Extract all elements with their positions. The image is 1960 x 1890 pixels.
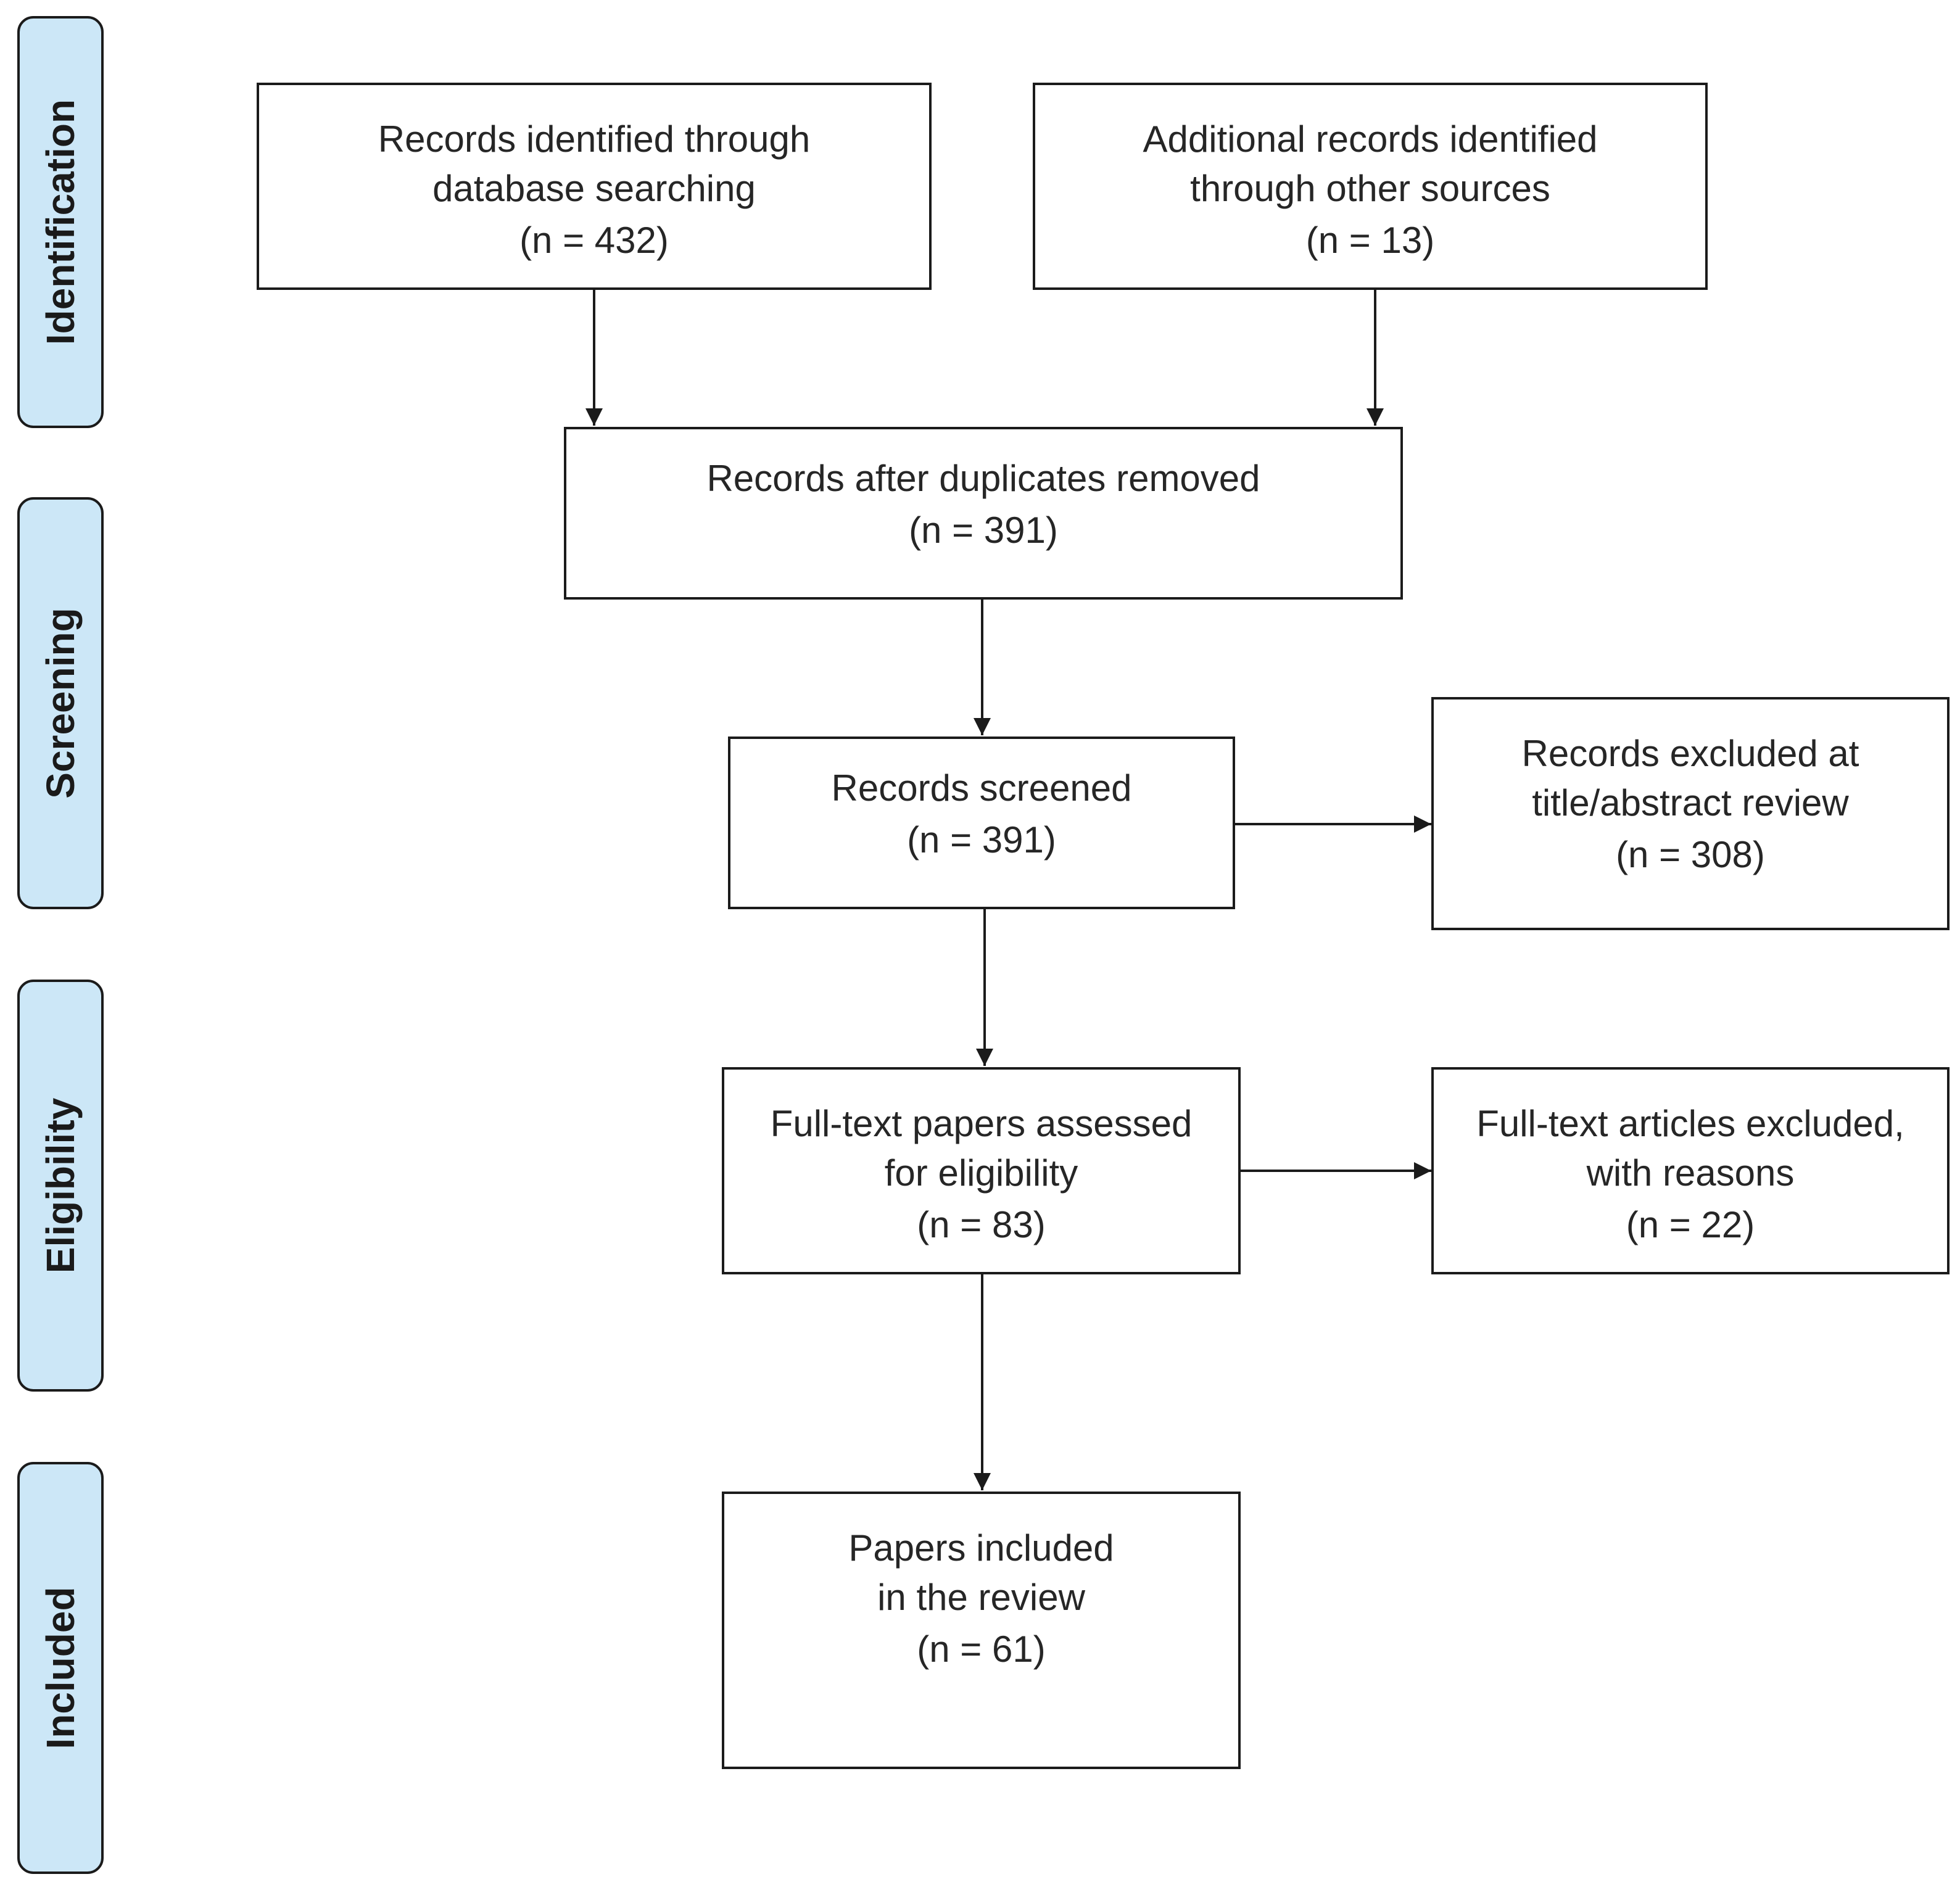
box-excluded-title-abstract: Records excluded at title/abstract revie… — [1431, 697, 1950, 930]
box-fulltext-excluded-line-2: with reasons — [1586, 1152, 1795, 1194]
box-other-count: (n = 13) — [1305, 220, 1435, 261]
box-fulltext-excluded-count: (n = 22) — [1626, 1204, 1755, 1245]
phase-included: Included — [17, 1462, 104, 1874]
box-screened-line-1: Records screened — [831, 767, 1132, 809]
box-fulltext-line-2: for eligibility — [884, 1152, 1078, 1194]
box-fulltext-line-1: Full-text papers assessed — [770, 1103, 1193, 1144]
box-database-searching: Records identified through database sear… — [257, 83, 932, 290]
phase-screening: Screening — [17, 497, 104, 909]
box-fulltext-excluded-line-1: Full-text articles excluded, — [1476, 1103, 1904, 1144]
box-fulltext-assessed: Full-text papers assessed for eligibilit… — [722, 1067, 1241, 1274]
box-papers-included: Papers included in the review (n = 61) — [722, 1492, 1241, 1769]
box-other-line-2: through other sources — [1190, 168, 1550, 209]
box-duplicates-count: (n = 391) — [909, 510, 1058, 551]
box-included-line-2: in the review — [877, 1577, 1085, 1618]
box-duplicates-line-1: Records after duplicates removed — [706, 458, 1260, 499]
box-screened-count: (n = 391) — [907, 819, 1056, 860]
box-included-line-1: Papers included — [848, 1527, 1114, 1569]
box-fulltext-excluded: Full-text articles excluded, with reason… — [1431, 1067, 1950, 1274]
box-included-count: (n = 61) — [917, 1628, 1046, 1670]
box-excluded-title-line-2: title/abstract review — [1532, 782, 1849, 823]
box-excluded-title-line-1: Records excluded at — [1521, 733, 1859, 774]
box-database-line-1: Records identified through — [378, 118, 811, 160]
box-other-sources: Additional records identified through ot… — [1033, 83, 1708, 290]
phase-identification: Identification — [17, 16, 104, 428]
box-database-count: (n = 432) — [519, 220, 669, 261]
box-excluded-title-count: (n = 308) — [1616, 834, 1765, 875]
box-after-duplicates: Records after duplicates removed (n = 39… — [564, 427, 1403, 600]
box-database-line-2: database searching — [432, 168, 756, 209]
phase-eligibility: Eligibility — [17, 980, 104, 1392]
box-fulltext-count: (n = 83) — [917, 1204, 1046, 1245]
box-other-line-1: Additional records identified — [1143, 118, 1598, 160]
box-records-screened: Records screened (n = 391) — [728, 737, 1235, 909]
